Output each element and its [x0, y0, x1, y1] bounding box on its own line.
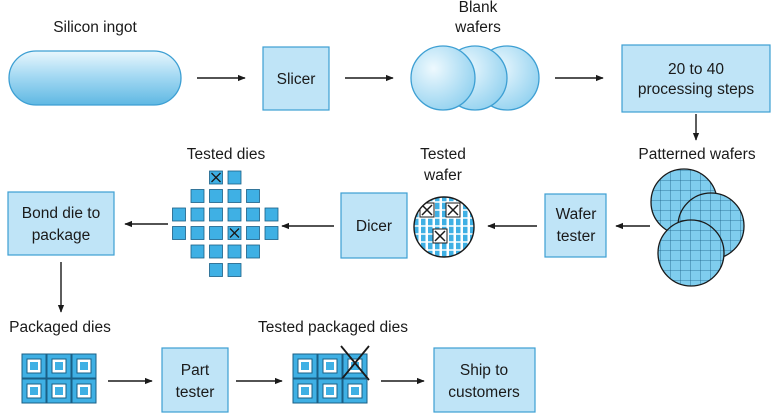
bond-label-line1: Bond die to [22, 205, 100, 222]
tested-die [246, 207, 260, 222]
tested-die [209, 263, 223, 277]
tested-die [246, 244, 260, 259]
ship-label-line1: Ship to [460, 362, 508, 379]
tested-die [246, 189, 260, 203]
wafer-tester-label-line1: Wafer [556, 206, 597, 223]
packaged-dies-icon [21, 353, 97, 404]
bond-die-box: Bond die to package [7, 191, 115, 256]
blank-wafers-icon [410, 45, 540, 111]
tested-die [209, 207, 223, 222]
part-tester-label-line1: Part [181, 362, 210, 379]
blank-wafers-label-line1: Blank [459, 0, 498, 16]
tested-die [227, 170, 242, 185]
processing-steps-box: 20 to 40 processing steps [621, 44, 771, 113]
tested-packaged-dies-icon [292, 345, 370, 404]
tested-die [209, 226, 223, 240]
tested-die [190, 226, 205, 240]
tested-die [264, 207, 279, 222]
patterned-wafers-label: Patterned wafers [638, 146, 755, 163]
ship-to-customers-box: Ship to customers [433, 347, 536, 413]
tested-die [246, 226, 260, 240]
processing-label-line1: 20 to 40 [668, 61, 724, 78]
tested-dies-icon [172, 170, 279, 277]
silicon-ingot-icon [8, 50, 182, 106]
silicon-ingot-label: Silicon ingot [53, 19, 137, 36]
wafer-tester-label-line2: tester [557, 228, 596, 245]
processing-label-line2: processing steps [638, 81, 755, 98]
tested-die [227, 207, 242, 222]
tested-die [209, 244, 223, 259]
dicer-box: Dicer [340, 192, 408, 259]
dicer-label: Dicer [356, 218, 392, 235]
patterned-wafers-icon [650, 168, 745, 287]
packaged-dies-label: Packaged dies [9, 319, 111, 336]
tested-die [190, 207, 205, 222]
tested-die [264, 226, 279, 240]
tested-wafer-label-line1: Tested [420, 146, 466, 163]
tested-wafer-label-line2: wafer [423, 167, 462, 184]
tested-wafer-icon [413, 196, 475, 258]
slicer-box: Slicer [262, 46, 330, 111]
tested-die [209, 189, 223, 203]
tested-die [190, 244, 205, 259]
ship-label-line2: customers [448, 384, 520, 401]
tested-die [172, 226, 186, 240]
tested-die [190, 189, 205, 203]
tested-packaged-dies-label: Tested packaged dies [258, 319, 408, 336]
part-tester-box: Part tester [161, 347, 229, 413]
tested-die [172, 207, 186, 222]
tested-die [227, 189, 242, 203]
slicer-label: Slicer [277, 71, 316, 88]
wafer-tester-box: Wafer tester [544, 193, 607, 258]
blank-wafers-label-line2: wafers [454, 19, 501, 36]
tested-die [227, 263, 242, 277]
part-tester-label-line2: tester [176, 384, 215, 401]
bond-label-line2: package [32, 227, 91, 244]
tested-dies-label: Tested dies [187, 146, 266, 163]
tested-die [227, 244, 242, 259]
